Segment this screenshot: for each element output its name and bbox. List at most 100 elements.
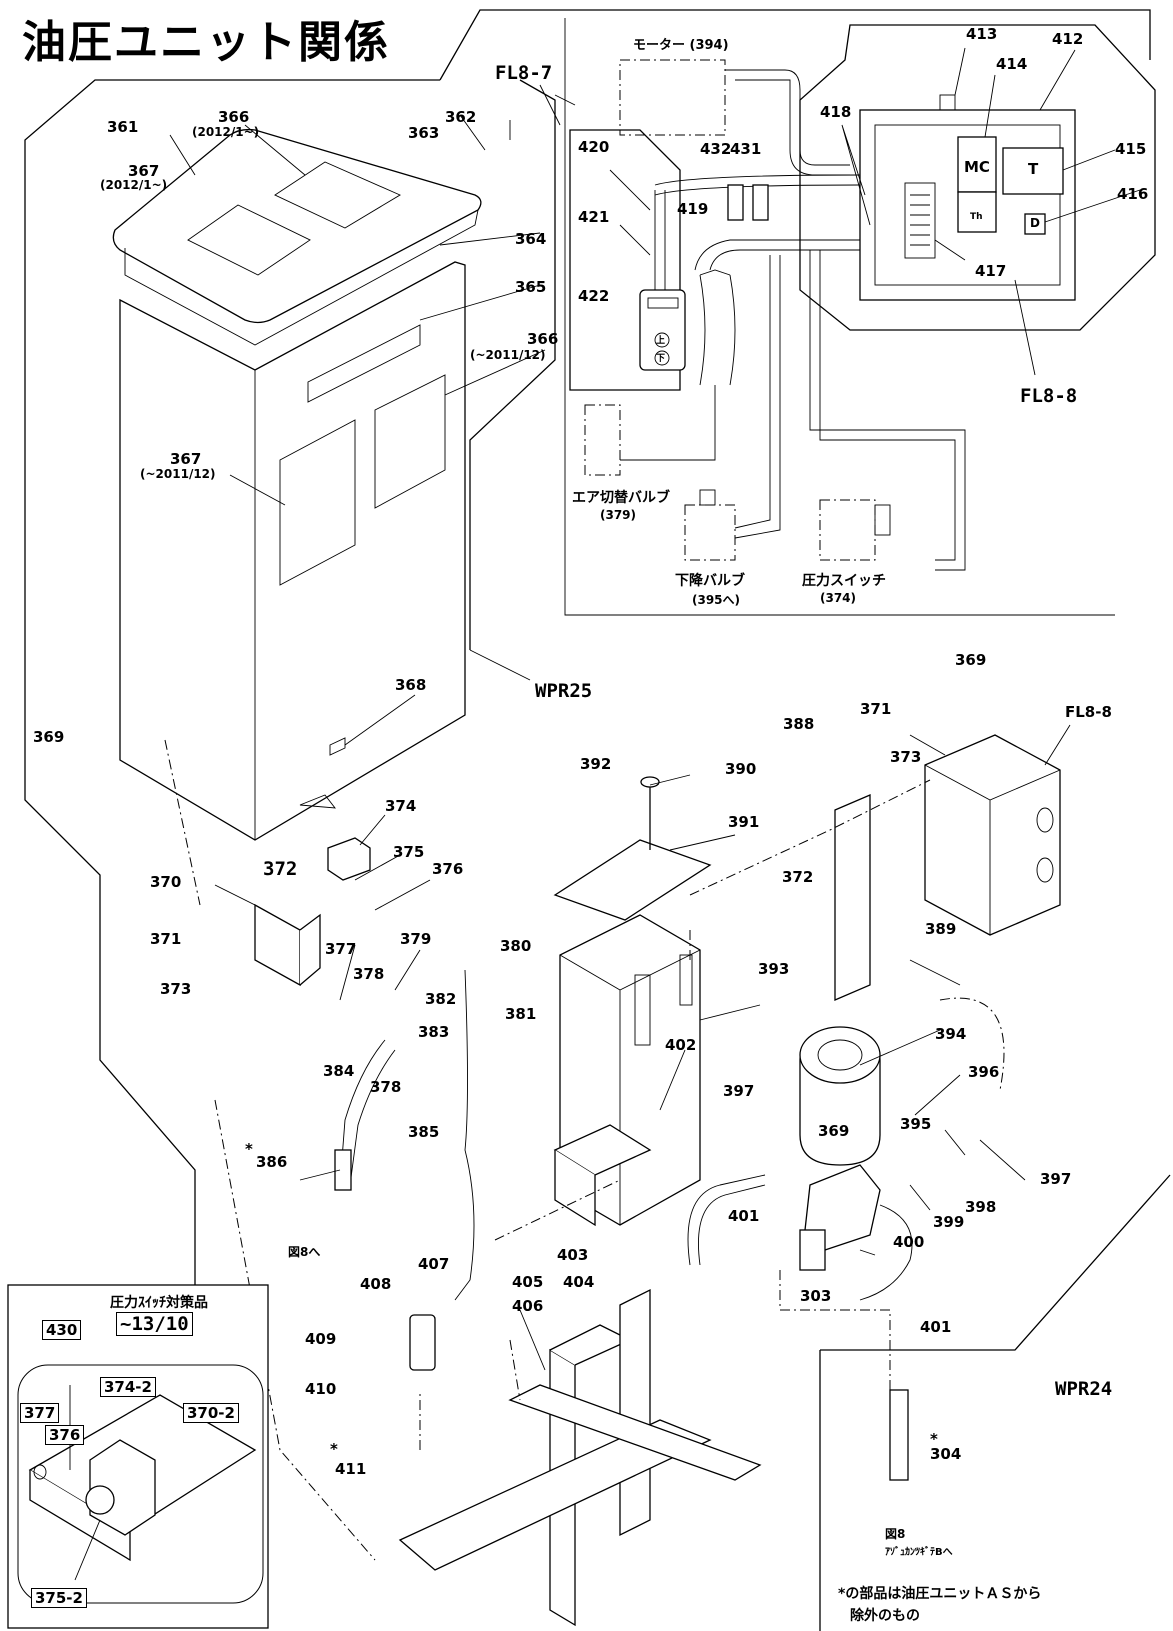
fl8-7-outline	[569, 129, 681, 391]
callout-395: 395	[900, 1115, 932, 1133]
callout-378b: 378	[370, 1078, 402, 1096]
footnote-line2: 除外のもの	[850, 1608, 920, 1624]
callout-431: 431	[730, 140, 762, 158]
callout-369b: 369	[955, 651, 987, 669]
label-fig8b: 図8	[885, 1527, 906, 1541]
callout-404: 404	[563, 1273, 595, 1291]
callout-420: 420	[578, 138, 610, 156]
inset-374-2: 374-2	[100, 1377, 156, 1397]
callout-408: 408	[360, 1275, 392, 1293]
leader-lines	[169, 47, 1141, 1371]
inset-376: 376	[45, 1425, 85, 1445]
callout-401: 401	[728, 1207, 760, 1225]
callout-407: 407	[418, 1255, 450, 1273]
down-valve-sketch	[684, 489, 736, 561]
terminal-block-417	[904, 182, 936, 259]
callout-374: 374	[385, 797, 417, 815]
wires	[620, 174, 966, 571]
callout-413: 413	[966, 25, 998, 43]
callout-402: 402	[665, 1036, 697, 1054]
callout-384: 384	[323, 1062, 355, 1080]
callout-394: 394	[935, 1025, 967, 1043]
callout-376: 376	[432, 860, 464, 878]
label-fig8: 図8へ	[288, 1245, 321, 1259]
callout-403: 403	[557, 1246, 589, 1264]
label-fl8-8-ref: FL8-8	[1065, 703, 1112, 721]
callout-405: 405	[512, 1273, 544, 1291]
motor-sketch	[619, 59, 850, 176]
dash-centerlines	[164, 739, 1005, 1561]
callout-366b-note: (~2011/12)	[470, 348, 546, 362]
callout-386: 386	[256, 1153, 288, 1171]
callout-304: 304	[930, 1445, 962, 1463]
box-fl8-8-ref	[924, 734, 1061, 936]
timer-relay	[1002, 147, 1064, 195]
bolt-392	[640, 776, 660, 850]
callout-416: 416	[1117, 185, 1149, 203]
callout-372: 372	[263, 858, 298, 880]
callout-391: 391	[728, 813, 760, 831]
wpr24-outline	[820, 1174, 1171, 1351]
callout-368: 368	[395, 676, 427, 694]
callout-366a-note: (2012/1~)	[192, 125, 260, 139]
callout-411: 411	[335, 1460, 367, 1478]
label-th: Th	[970, 212, 983, 222]
inset-title: 圧力ｽｲｯﾁ対策品	[110, 1295, 208, 1311]
callout-375: 375	[393, 843, 425, 861]
callout-371b: 371	[860, 700, 892, 718]
callout-415: 415	[1115, 140, 1147, 158]
callout-409: 409	[305, 1330, 337, 1348]
label-d: D	[1030, 216, 1040, 230]
callout-417: 417	[975, 262, 1007, 280]
pressure-switch-374	[327, 837, 371, 881]
callout-412: 412	[1052, 30, 1084, 48]
callout-377: 377	[325, 940, 357, 958]
callout-373b: 373	[890, 748, 922, 766]
callout-399: 399	[933, 1213, 965, 1231]
callout-392: 392	[580, 755, 612, 773]
label-t: T	[1028, 160, 1039, 178]
callout-369: 369	[33, 728, 65, 746]
callout-378: 378	[353, 965, 385, 983]
callout-389: 389	[925, 920, 957, 938]
callout-367b-note: (~2011/12)	[140, 467, 216, 481]
pendant-up-icon: 上	[656, 336, 666, 346]
callout-414: 414	[996, 55, 1028, 73]
label-air-valve: エア切替バルブ	[572, 490, 670, 506]
callout-367a: 367	[128, 162, 160, 180]
callout-381: 381	[505, 1005, 537, 1023]
callout-421: 421	[578, 208, 610, 226]
mc-contactor	[957, 136, 997, 193]
inset-377: 377	[20, 1403, 60, 1423]
pendant-down-icon: 下	[656, 354, 666, 364]
callout-390: 390	[725, 760, 757, 778]
label-wpr25: WPR25	[535, 680, 593, 702]
callout-385: 385	[408, 1123, 440, 1141]
bracket-403	[553, 1124, 652, 1227]
callout-369c: 369	[818, 1122, 850, 1140]
label-pressure-switch: 圧力スイッチ	[802, 573, 886, 589]
callout-303: 303	[800, 1287, 832, 1305]
callout-398: 398	[965, 1198, 997, 1216]
callout-411-star: *	[330, 1440, 338, 1458]
bracket-370	[254, 903, 321, 987]
callout-365: 365	[515, 278, 547, 296]
callout-366b: 366	[527, 330, 559, 348]
callout-371: 371	[150, 930, 182, 948]
label-wpr24: WPR24	[1055, 1378, 1113, 1400]
page-title: 油圧ユニット関係	[22, 17, 390, 68]
stand-406	[398, 1288, 762, 1627]
motor-394	[799, 1026, 881, 1166]
d-terminal	[1024, 213, 1046, 235]
callout-432: 432	[700, 140, 732, 158]
callout-370: 370	[150, 873, 182, 891]
control-box-fl8-8	[859, 94, 1076, 301]
wiring-frame	[564, 18, 1115, 616]
label-down-valve-ref: (395へ)	[692, 593, 741, 607]
callout-372b: 372	[782, 868, 814, 886]
inset-375-2: 375-2	[31, 1588, 87, 1608]
thermal-relay	[957, 191, 997, 233]
wpr25-outline-right	[469, 79, 556, 650]
callout-363: 363	[408, 124, 440, 142]
